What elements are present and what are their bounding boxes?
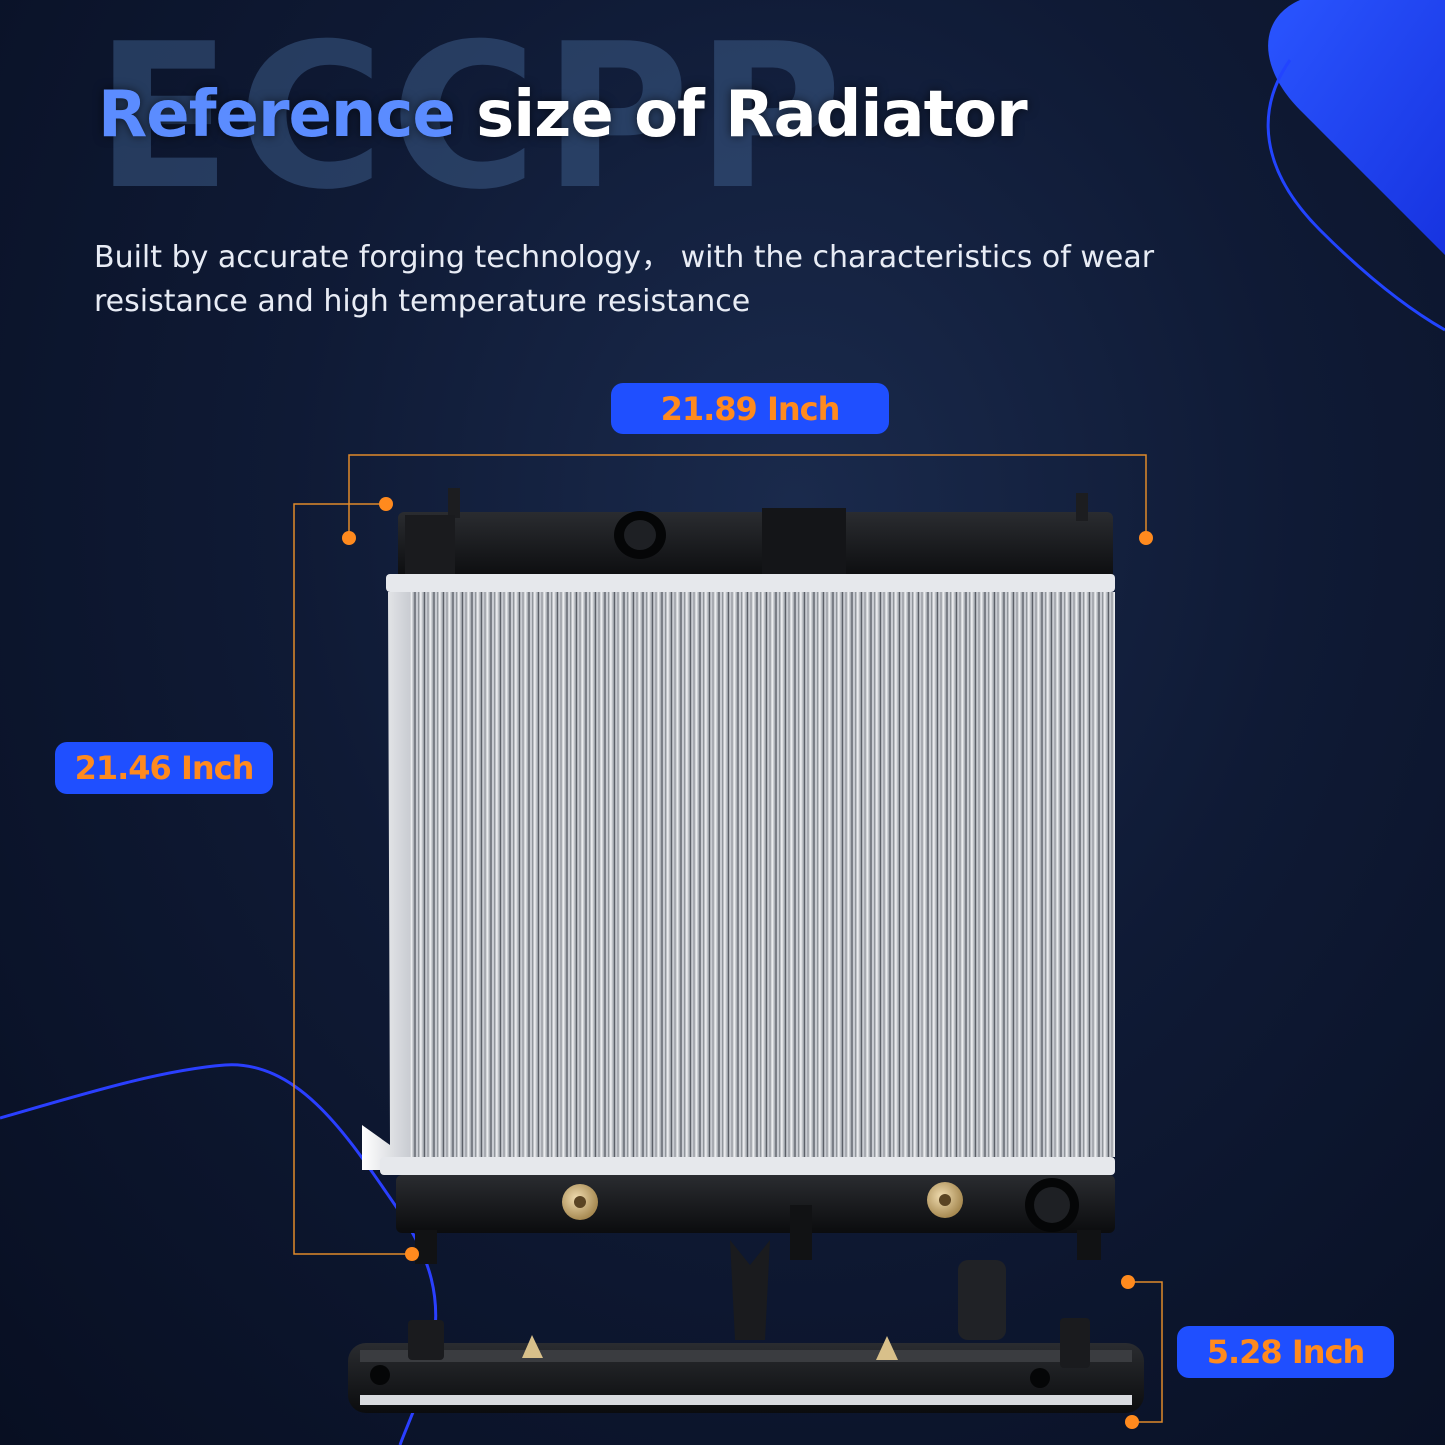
left-side-bar: [362, 592, 410, 1170]
title-accent: Reference: [98, 78, 456, 152]
radiator-core: [410, 592, 1115, 1157]
width-dimension-badge: 21.89 Inch: [611, 383, 889, 434]
corner-blob-outline: [1266, 59, 1445, 332]
title-rest: size of Radiator: [454, 78, 1028, 152]
dimension-lines: [293, 454, 1163, 1423]
page-subtitle: Built by accurate forging technology， wi…: [94, 240, 1155, 319]
bottom-header-plate: [380, 1157, 1115, 1175]
top-tank: [398, 488, 1113, 580]
top-header-plate: [386, 574, 1115, 592]
height-dimension-badge: 21.46 Inch: [55, 742, 273, 794]
bottom-tank: [396, 1175, 1115, 1264]
brand-watermark: ECCPP: [95, 1, 849, 234]
page-title: Reference size of Radiator: [98, 78, 1028, 152]
dimension-endpoints: [342, 497, 1153, 1429]
radiator-top-view: [348, 1240, 1144, 1413]
corner-blob-shape: [1268, 0, 1445, 255]
thickness-dimension-badge: 5.28 Inch: [1177, 1326, 1394, 1378]
